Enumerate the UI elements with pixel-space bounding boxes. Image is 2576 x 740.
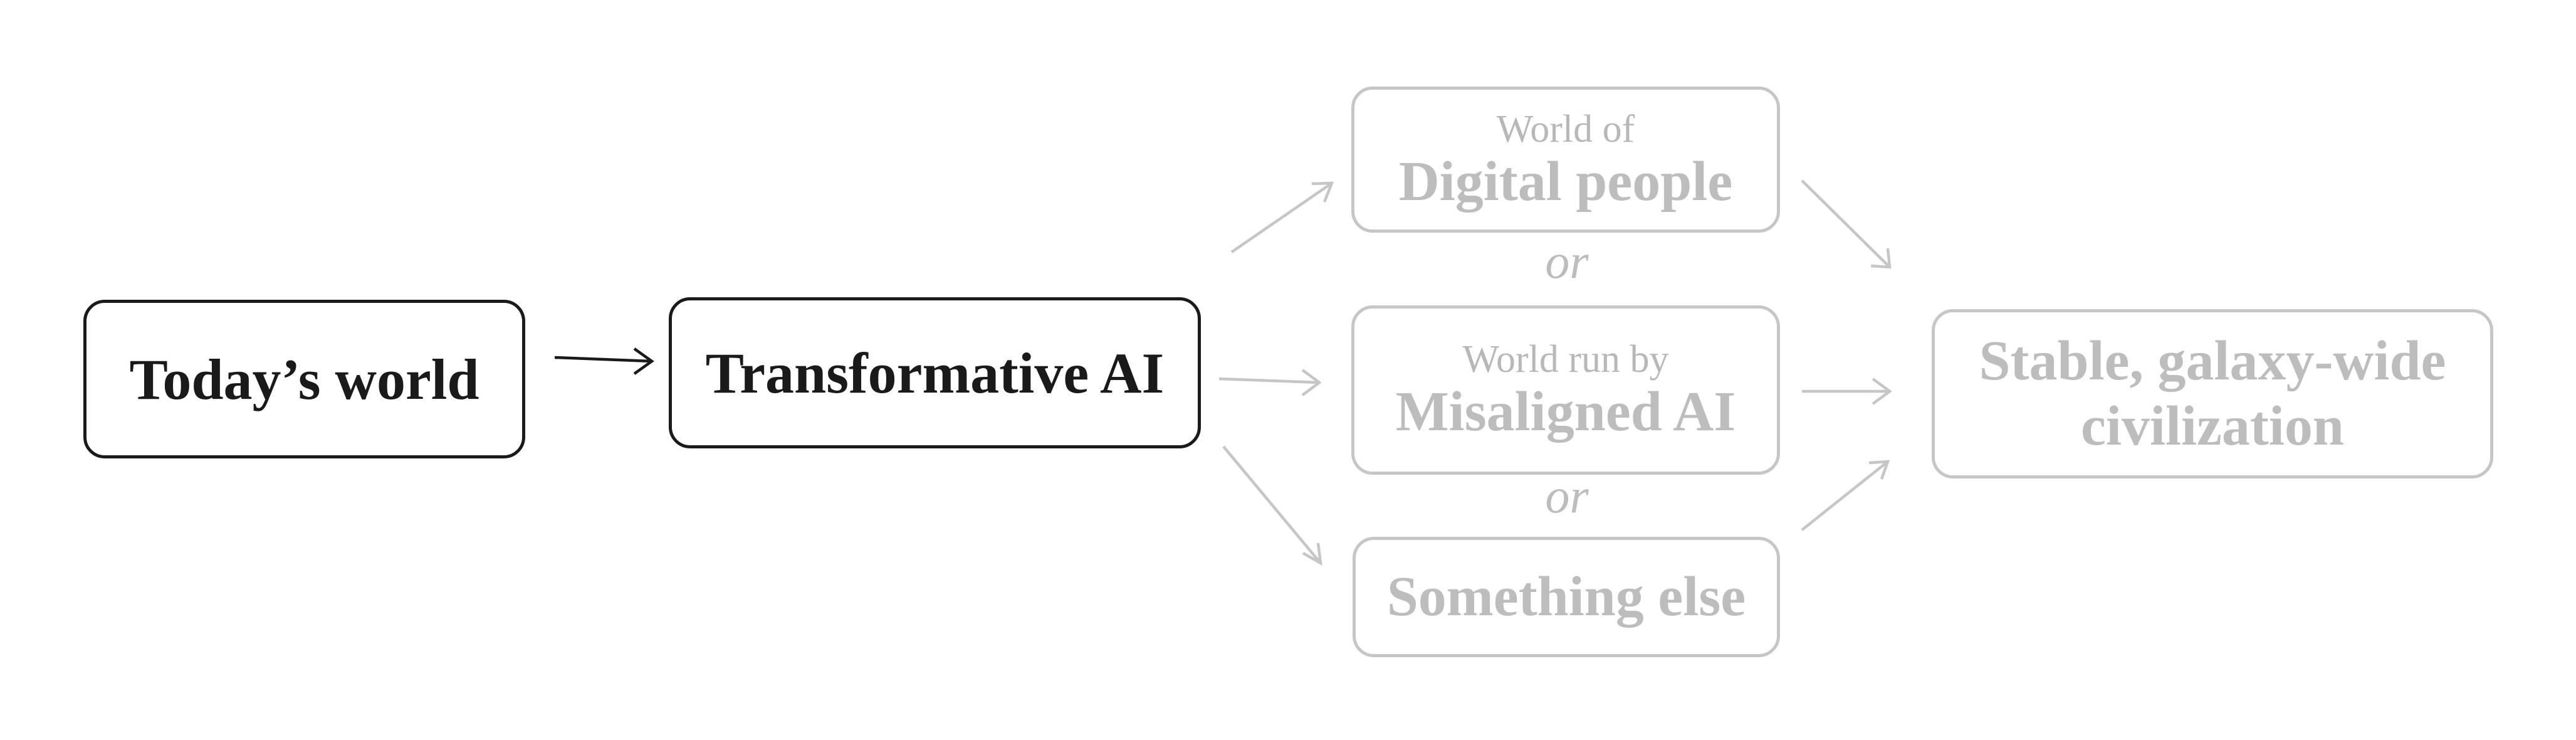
node-misaligned-ai-label: Misaligned AI — [1395, 381, 1736, 443]
or-separator-2: or — [1545, 468, 1589, 523]
arrow-tai-to-digital — [1230, 181, 1334, 253]
arrow-misaligned-to-stable — [1802, 378, 1892, 405]
node-digital-people-prefix: World of — [1496, 107, 1635, 151]
node-digital-people: World of Digital people — [1351, 87, 1780, 233]
node-todays-world: Today’s world — [83, 300, 525, 458]
node-something-else: Something else — [1353, 537, 1780, 657]
node-something-else-label: Something else — [1386, 566, 1746, 628]
node-misaligned-ai-prefix: World run by — [1462, 338, 1669, 381]
node-misaligned-ai: World run by Misaligned AI — [1351, 305, 1780, 475]
node-transformative-ai-label: Transformative AI — [705, 341, 1165, 405]
node-stable-civilization-line2: civilization — [2081, 395, 2344, 457]
arrow-tai-to-else — [1222, 445, 1322, 566]
arrow-else-to-stable — [1801, 460, 1890, 531]
node-stable-civilization: Stable, galaxy-wide civilization — [1932, 309, 2493, 478]
node-todays-world-label: Today’s world — [129, 347, 479, 411]
arrow-today-to-tai — [554, 347, 654, 375]
node-stable-civilization-line1: Stable, galaxy-wide — [1979, 330, 2446, 392]
or-separator-1: or — [1545, 234, 1589, 288]
arrow-tai-to-misaligned — [1218, 369, 1322, 396]
arrow-digital-to-stable — [1801, 179, 1892, 269]
node-digital-people-label: Digital people — [1398, 150, 1733, 213]
node-transformative-ai: Transformative AI — [669, 297, 1201, 448]
